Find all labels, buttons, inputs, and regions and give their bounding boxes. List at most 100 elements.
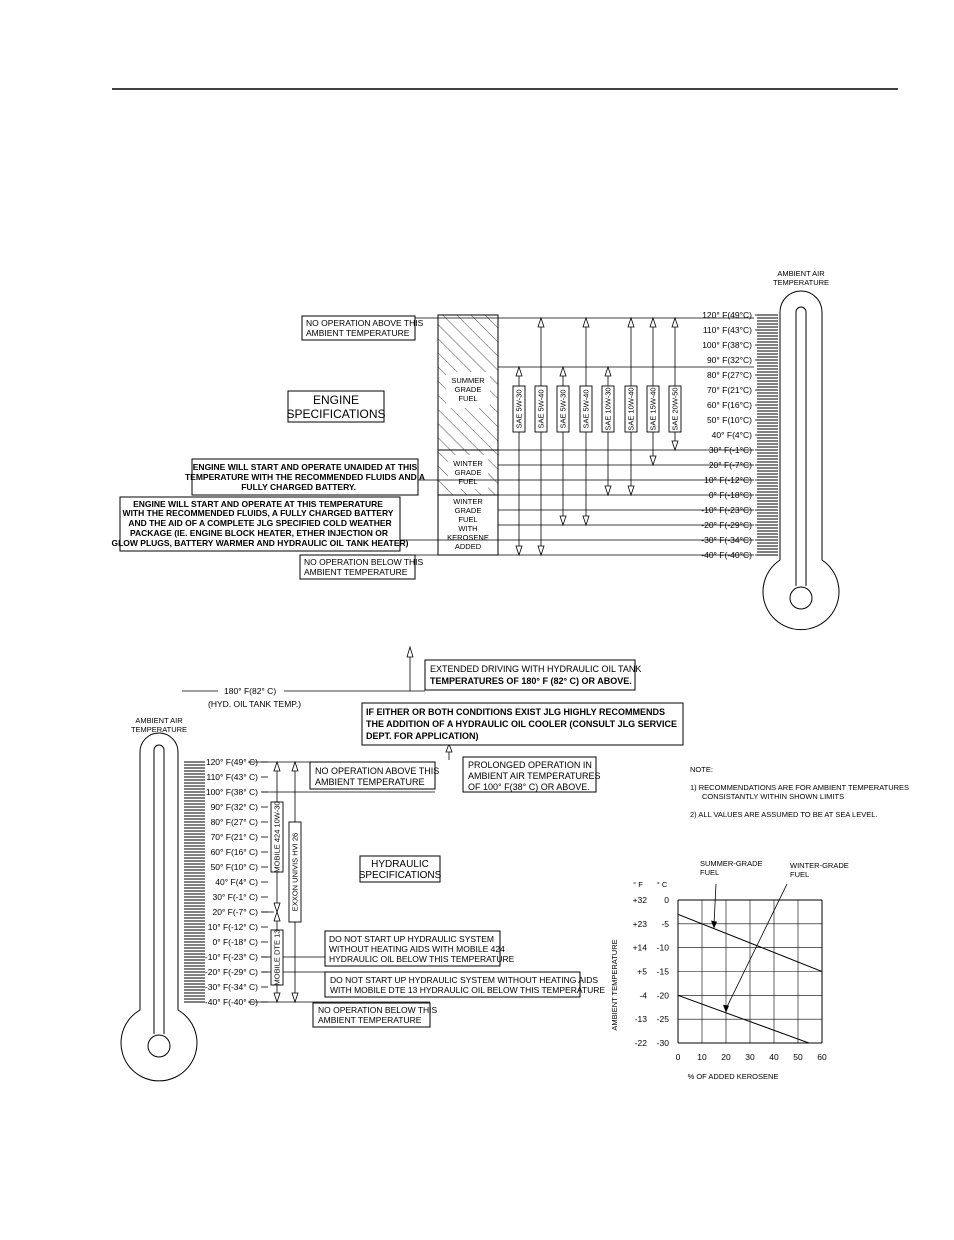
kerosene-label-line: ADDED — [455, 542, 482, 551]
hydraulic-oil-mobile-dte-arrow-down — [273, 992, 281, 1004]
notes-block: NOTE: 1) RECOMMENDATIONS ARE FOR AMBIENT… — [690, 765, 909, 819]
engine-oil-2-arrow-down — [537, 545, 545, 557]
hydraulic-oil-mobile-424-arrow-up — [273, 760, 281, 772]
chart-series-line-2 — [678, 994, 811, 1043]
hydraulic-scale-label: -30° F(-34° C) — [205, 982, 258, 992]
extended-driving-1: EXTENDED DRIVING WITH HYDRAULIC OIL TANK — [430, 664, 641, 674]
hydraulic-thermometer — [120, 732, 198, 1082]
chart-annotation-2: WINTER-GRADE — [790, 861, 849, 870]
chart-x-tick: 0 — [676, 1052, 681, 1062]
engine-oil-6-label-box — [624, 385, 638, 433]
chart-x-tick: 30 — [745, 1052, 755, 1062]
engine-unaided-2: TEMPERATURE WITH THE RECOMMENDED FLUIDS … — [185, 472, 425, 482]
engine-oil-7-arrow-down — [649, 455, 657, 467]
engine-no-op-above-1: NO OPERATION ABOVE THIS — [306, 318, 424, 328]
no-start-dte-2: WITH MOBILE DTE 13 HYDRAULIC OIL BELOW T… — [330, 985, 605, 995]
oil-cooler-box — [361, 702, 684, 746]
hyd-no-op-above-2: AMBIENT TEMPERATURE — [315, 777, 425, 787]
engine-oil-7-arrow-up — [649, 316, 657, 328]
prolonged-operation-2: AMBIENT AIR TEMPERATURES — [468, 771, 601, 781]
chart-x-label: % OF ADDED KEROSENE — [688, 1072, 779, 1081]
engine-oil-3-arrow-down — [559, 515, 567, 527]
engine-oil-4-label-box — [579, 385, 593, 433]
chart-annotation-2: FUEL — [790, 870, 809, 879]
chart-annotation-arrow — [711, 920, 717, 929]
hydraulic-scale-label: 20° F(-7° C) — [212, 907, 258, 917]
chart-annotation-1: SUMMER-GRADE — [700, 859, 763, 868]
hydraulic-oil-exxon-univis-label: EXXON UNIVIS HVI 26 — [291, 833, 300, 911]
chart-y-tick-c: -20 — [657, 990, 670, 1000]
extended-driving-box — [424, 659, 636, 691]
hydraulic-scale-label: 40° F(4° C) — [215, 877, 258, 887]
prolonged-operation-box — [462, 756, 597, 793]
engine-unaided-1: ENGINE WILL START AND OPERATE UNAIDED AT… — [193, 462, 418, 472]
chart-y-tick-c: -10 — [657, 943, 670, 953]
hyd-no-op-below-2: AMBIENT TEMPERATURE — [318, 1015, 422, 1025]
chart-y-tick-f: -13 — [635, 1014, 648, 1024]
hydraulic-oil-exxon-univis-arrow-up — [291, 760, 299, 772]
tank-temp-value: 180° F(82° C) — [224, 686, 276, 696]
tank-temp-caption: (HYD. OIL TANK TEMP.) — [208, 699, 301, 709]
chart-annotation-1: FUEL — [700, 868, 719, 877]
chart-x-tick: 40 — [769, 1052, 779, 1062]
engine-oil-7-label-box — [646, 385, 660, 433]
winter-fuel-label-2: GRADE — [455, 468, 482, 477]
chart-y-tick-f: +32 — [633, 895, 648, 905]
engine-oil-2-arrow-up — [537, 316, 545, 328]
engine-oil-8-label-box — [668, 385, 682, 433]
hyd-thermo-label-2: TEMPERATURE — [131, 725, 187, 734]
engine-no-op-above-box — [301, 315, 416, 341]
engine-oil-6-arrow-down — [627, 485, 635, 497]
hydraulic-oil-mobile-424-arrow-down — [273, 902, 281, 914]
engine-thermometer — [762, 290, 840, 631]
winter-fuel-label-1: WINTER — [453, 459, 483, 468]
hydraulic-section: AMBIENT AIR TEMPERATURE 120° F(49° C)110… — [120, 645, 684, 1082]
engine-thermo-label-1: AMBIENT AIR — [777, 269, 825, 278]
hydraulic-oil-mobile-dte-label: MOBILE DTE 13 — [273, 930, 282, 986]
hyd-no-op-above-1: NO OPERATION ABOVE THIS — [315, 766, 439, 776]
chart-y-tick-f: +5 — [637, 967, 647, 977]
engine-oil-6-arrow-up — [627, 316, 635, 328]
engine-unaided-3: FULLY CHARGED BATTERY. — [241, 482, 356, 492]
chart-y-tick-c: -15 — [657, 967, 670, 977]
oil-cooler-3: DEPT. FOR APPLICATION) — [366, 731, 479, 741]
hydraulic-scale-label: 70° F(21° C) — [211, 832, 259, 842]
summer-fuel-label-3: FUEL — [458, 394, 477, 403]
hydraulic-title-box — [359, 855, 441, 883]
hyd-no-op-above-box — [309, 761, 436, 790]
hydraulic-oil-exxon-univis-label-box — [288, 821, 302, 923]
chart-y-tick-c: 0 — [664, 895, 669, 905]
kerosene-label-line: FUEL — [458, 515, 477, 524]
hydraulic-oil-mobile-dte-arrow-up — [273, 910, 281, 922]
chart-annotation-leader — [725, 883, 788, 1009]
chart-y-tick-f: -4 — [639, 990, 647, 1000]
no-start-dte-box — [324, 971, 581, 998]
hydraulic-temperature-scale: 120° F(49° C)110° F(43° C)100° F(38° C)9… — [205, 757, 268, 1007]
engine-scale-label: 50° F(10°C) — [707, 415, 752, 425]
chart-y-tick-f: +14 — [633, 943, 648, 953]
note-2: 2) ALL VALUES ARE ASSUMED TO BE AT SEA L… — [690, 810, 877, 819]
hydraulic-title-1: HYDRAULIC — [371, 859, 429, 870]
chart-y-label: AMBIENT TEMPERATURE — [610, 939, 619, 1030]
engine-aided-2: WITH THE RECOMMENDED FLUIDS, A FULLY CHA… — [123, 508, 394, 518]
kerosene-label-line: WINTER — [453, 497, 483, 506]
engine-oil-1-arrow-down — [515, 545, 523, 557]
hydraulic-oil-mobile-424-label: MOBILE 424 10W-30 — [273, 801, 282, 872]
engine-oil-5-label-box — [601, 385, 615, 433]
no-start-424-1: DO NOT START UP HYDRAULIC SYSTEM — [329, 934, 494, 944]
hydraulic-oil-mobile-424-label-box — [270, 801, 284, 873]
engine-scale-label: 60° F(16°C) — [707, 400, 752, 410]
chart-y-tick-c: -25 — [657, 1014, 670, 1024]
engine-oil-4-label: SAE 5W-40 — [582, 389, 591, 428]
engine-scale-label: 120° F(49°C) — [702, 310, 752, 320]
hydraulic-oil-ranges: MOBILE 424 10W-30 EXXON UNIVIS HVI 26 MOBI… — [270, 760, 302, 1004]
chart-x-tick: 10 — [697, 1052, 707, 1062]
engine-scale-label: 40° F(4°C) — [712, 430, 753, 440]
engine-scale-label: 80° F(27°C) — [707, 370, 752, 380]
engine-oil-2-label-box — [534, 385, 548, 433]
engine-oil-4-arrow-down — [582, 515, 590, 527]
engine-aided-3: AND THE AID OF A COMPLETE JLG SPECIFIED … — [128, 518, 391, 528]
hydraulic-oil-mobile-dte-label-box — [270, 929, 284, 986]
engine-scale-label: 100° F(38°C) — [702, 340, 752, 350]
